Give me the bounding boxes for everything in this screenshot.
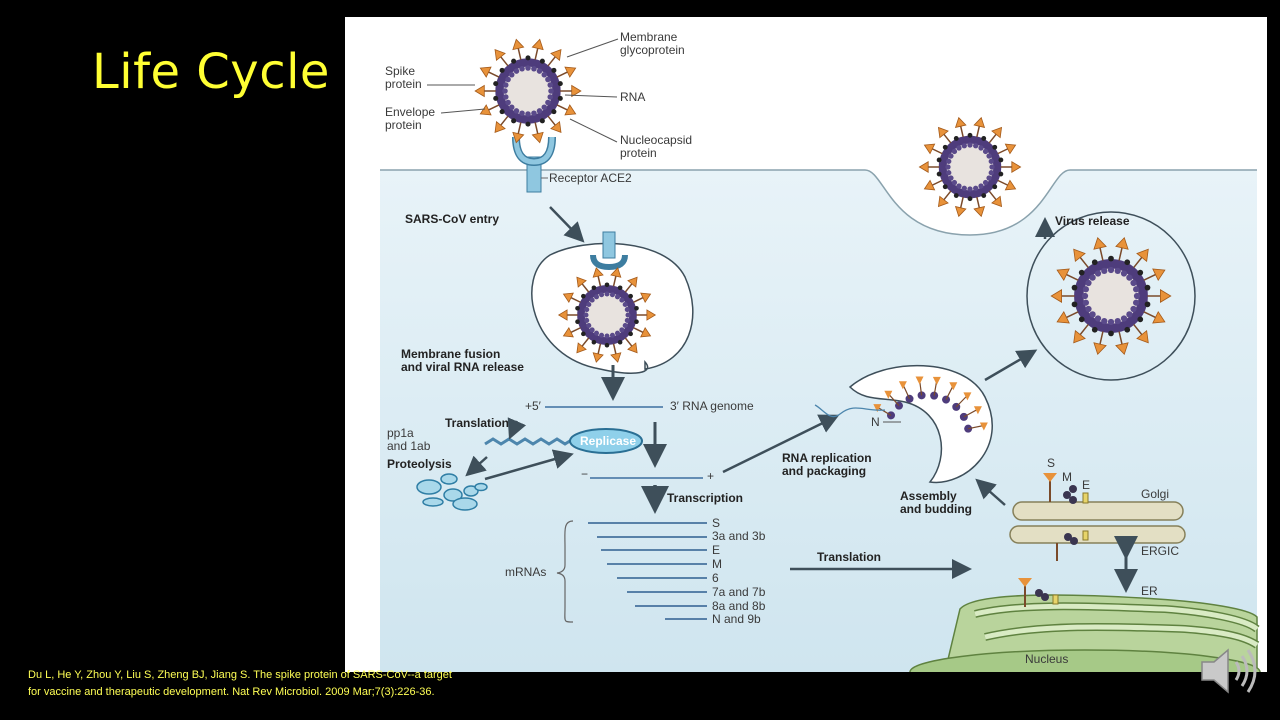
svg-text:SARS-CoV entry: SARS-CoV entry [405,212,499,226]
cell-membrane [380,169,1257,236]
svg-text:Envelope: Envelope [385,105,435,119]
svg-text:and 1ab: and 1ab [387,439,431,453]
mrna-lines [588,522,707,620]
citation: Du L, He Y, Zhou Y, Liu S, Zheng BJ, Jia… [28,667,568,701]
life-cycle-figure: Receptor ACE2 Spike protein Envelope pro… [345,17,1267,672]
svg-text:and packaging: and packaging [782,464,866,478]
svg-text:protein: protein [385,118,422,132]
svg-text:Membrane: Membrane [620,30,678,44]
svg-text:and viral RNA release: and viral RNA release [401,360,524,374]
endosome-virion [557,267,657,363]
endoplasmic-reticulum [909,578,1261,672]
svg-text:3′ RNA genome: 3′ RNA genome [670,399,754,413]
svg-text:and budding: and budding [900,502,972,516]
svg-text:S: S [1047,456,1055,470]
citation-line-1: Du L, He Y, Zhou Y, Liu S, Zheng BJ, Jia… [28,669,452,681]
replicase-enzyme [569,428,643,454]
svg-text:7a and 7b: 7a and 7b [712,585,766,599]
svg-text:Receptor ACE2: Receptor ACE2 [549,171,632,185]
budding-vesicle [848,364,993,484]
svg-text:Assembly: Assembly [900,489,957,503]
svg-text:Membrane fusion: Membrane fusion [401,347,500,361]
svg-text:protein: protein [620,146,657,160]
svg-text:pp1a: pp1a [387,426,414,440]
svg-text:Transcription: Transcription [667,491,743,505]
svg-text:N and 9b: N and 9b [712,612,761,626]
citation-line-2: for vaccine and therapeutic development.… [28,686,435,698]
released-virion [918,116,1022,218]
svg-text:E: E [712,543,720,557]
svg-text:Virus release: Virus release [1055,214,1130,228]
svg-text:Translation: Translation [445,416,509,430]
free-virion [474,38,582,144]
receptor-ace2 [512,136,556,193]
svg-text:ER: ER [1141,584,1158,598]
svg-text:Golgi: Golgi [1141,487,1169,501]
svg-text:3a and 3b: 3a and 3b [712,529,766,543]
svg-text:Nucleocapsid: Nucleocapsid [620,133,692,147]
svg-text:Spike: Spike [385,64,415,78]
svg-text:−: − [581,467,588,481]
speaker-icon[interactable] [1198,640,1262,702]
slide-title: Life Cycle [92,44,330,100]
svg-text:S: S [712,516,720,530]
svg-text:mRNAs: mRNAs [505,565,546,579]
golgi [1009,501,1186,544]
assembling-capsid [873,376,988,433]
svg-text:Proteolysis: Proteolysis [387,457,452,471]
svg-text:RNA: RNA [620,90,645,104]
svg-text:ERGIC: ERGIC [1141,544,1179,558]
svg-text:6: 6 [712,571,719,585]
golgi-proteins [1043,473,1089,561]
svg-text:+: + [707,469,714,483]
svg-text:protein: protein [385,77,422,91]
svg-text:E: E [1082,478,1090,492]
protein-fragments [416,473,488,511]
svg-text:N: N [871,415,880,429]
svg-text:glycoprotein: glycoprotein [620,43,685,57]
svg-text:M: M [1062,470,1072,484]
vesicle-virion [1050,236,1172,356]
svg-text:Translation: Translation [817,550,881,564]
svg-text:M: M [712,557,722,571]
svg-text:Nucleus: Nucleus [1025,652,1068,666]
svg-text:8a and 8b: 8a and 8b [712,599,766,613]
svg-text:+5′: +5′ [525,399,542,413]
svg-text:Replicase: Replicase [580,434,636,448]
svg-text:RNA replication: RNA replication [782,451,872,465]
